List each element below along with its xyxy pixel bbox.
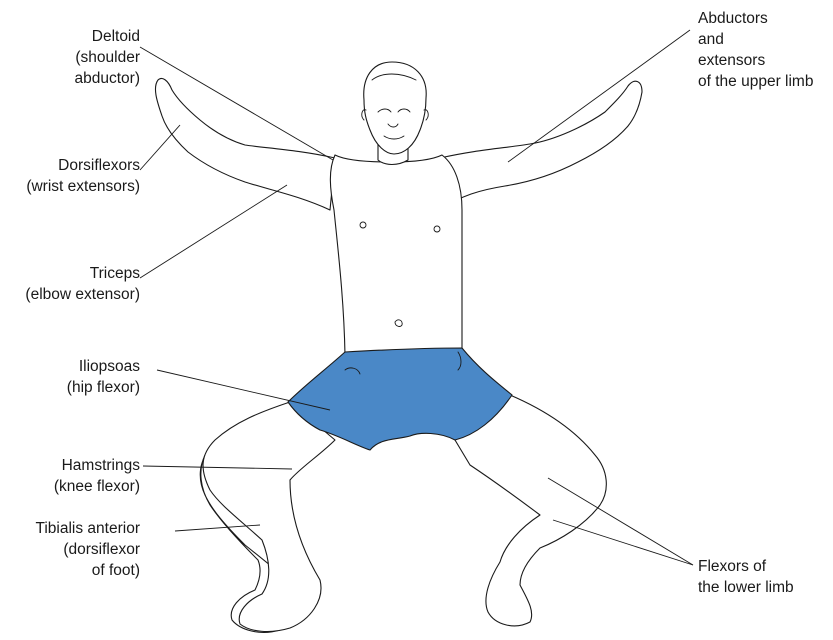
head	[364, 62, 426, 154]
left-lower-leg	[203, 402, 335, 631]
label-abductors: Abductors and extensors of the upper lim…	[698, 8, 813, 92]
label-triceps: Triceps (elbow extensor)	[25, 263, 140, 305]
label-flexors: Flexors of the lower limb	[698, 556, 794, 598]
left-arm	[155, 78, 335, 210]
label-tibialis: Tibialis anterior (dorsiflexor of foot)	[35, 518, 140, 581]
label-deltoid: Deltoid (shoulder abductor)	[75, 26, 140, 89]
leader-triceps	[140, 185, 287, 278]
label-iliopsoas: Iliopsoas (hip flexor)	[67, 356, 140, 398]
leader-dorsiflexors	[140, 125, 180, 170]
leader-tibialis	[175, 525, 260, 531]
label-dorsiflexors: Dorsiflexors (wrist extensors)	[26, 155, 140, 197]
label-hamstrings: Hamstrings (knee flexor)	[54, 455, 140, 497]
right-arm	[440, 81, 642, 208]
leader-flexors-2	[553, 520, 693, 565]
